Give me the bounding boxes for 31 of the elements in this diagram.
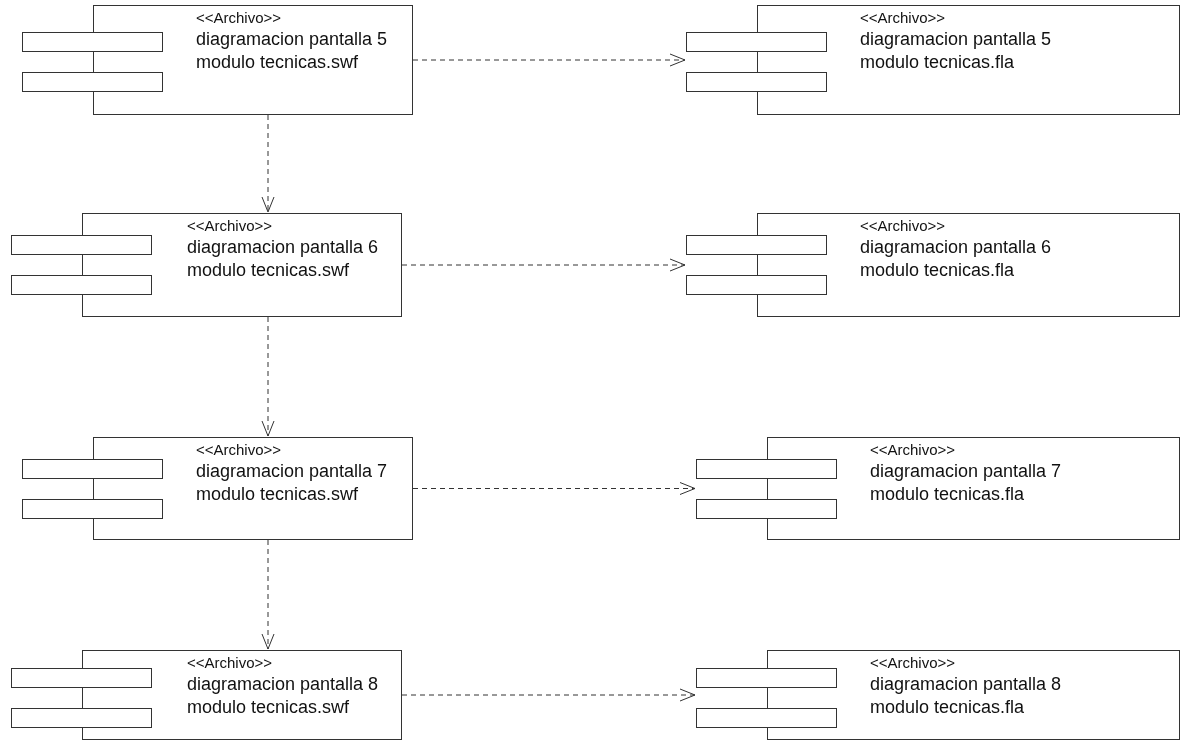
component-node <box>22 437 413 540</box>
component-node <box>696 437 1180 540</box>
component-node <box>696 650 1180 740</box>
component-node <box>686 5 1180 115</box>
dependency-arrow <box>401 688 696 702</box>
stereotype-label: <<Archivo>> <box>860 8 947 28</box>
component-name: diagramacion pantalla 5 modulo tecnicas.swf <box>196 28 389 74</box>
component-name: diagramacion pantalla 6 modulo tecnicas.swf <box>187 236 380 282</box>
component-node <box>11 650 402 740</box>
dependency-arrow <box>401 258 686 272</box>
stereotype-label: <<Archivo>> <box>196 8 283 28</box>
stereotype-label: <<Archivo>> <box>187 653 274 673</box>
component-name: diagramacion pantalla 8 modulo tecnicas.fla <box>870 673 1063 719</box>
dependency-arrow <box>261 114 275 213</box>
dependency-arrow <box>412 482 696 495</box>
stereotype-label: <<Archivo>> <box>187 216 274 236</box>
stereotype-label: <<Archivo>> <box>860 216 947 236</box>
component-name: diagramacion pantalla 6 modulo tecnicas.fla <box>860 236 1053 282</box>
stereotype-label: <<Archivo>> <box>870 440 957 460</box>
component-name: diagramacion pantalla 7 modulo tecnicas.swf <box>196 460 389 506</box>
component-name: diagramacion pantalla 8 modulo tecnicas.swf <box>187 673 380 719</box>
stereotype-label: <<Archivo>> <box>196 440 283 460</box>
component-name: diagramacion pantalla 7 modulo tecnicas.fla <box>870 460 1063 506</box>
dependency-arrow <box>261 539 275 650</box>
dependency-arrow <box>261 316 275 437</box>
stereotype-label: <<Archivo>> <box>870 653 957 673</box>
component-name: diagramacion pantalla 5 modulo tecnicas.fla <box>860 28 1053 74</box>
component-node <box>686 213 1180 317</box>
component-node <box>11 213 402 317</box>
dependency-arrow <box>412 53 686 67</box>
component-node <box>22 5 413 115</box>
